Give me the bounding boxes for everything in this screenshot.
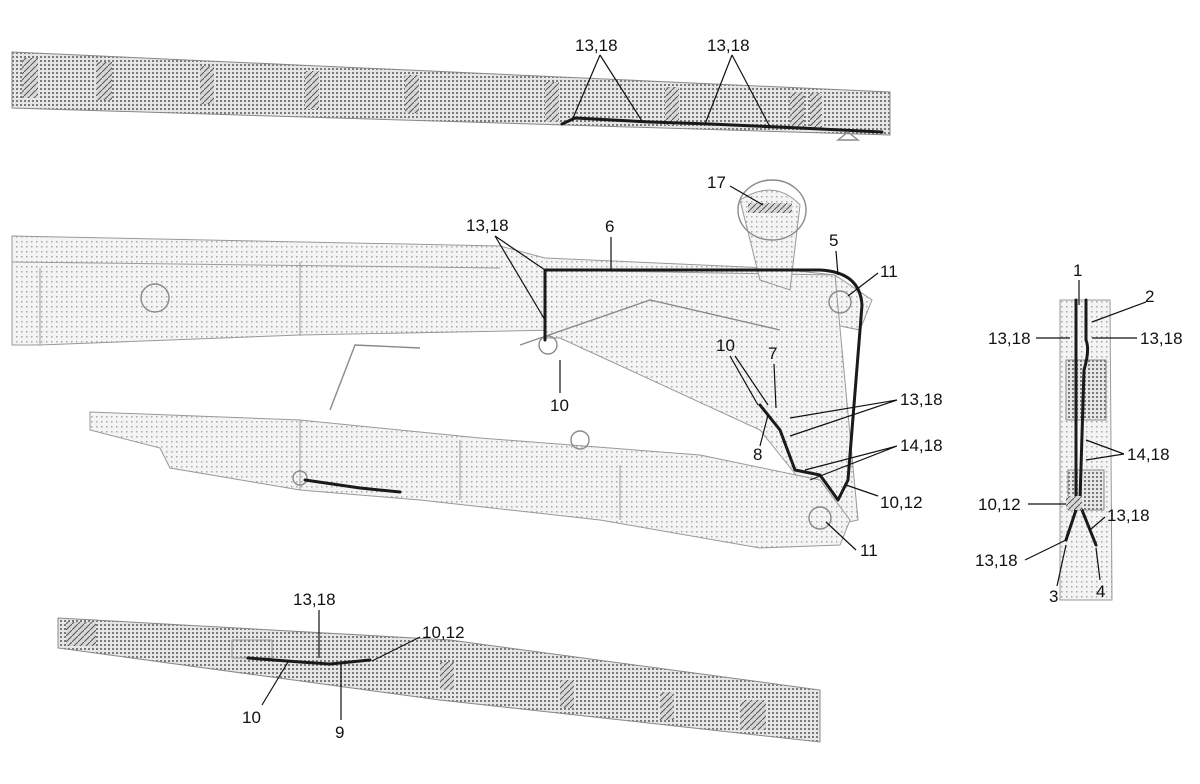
- callout-label: 7: [768, 344, 777, 363]
- side-callout-13-18-right: 13,18: [1092, 329, 1183, 348]
- main-callout-5: 5: [829, 231, 839, 276]
- callout-label: 10,12: [422, 623, 465, 642]
- callout-label: 17: [707, 173, 726, 192]
- callout-label: 14,18: [900, 436, 943, 455]
- callout-label: 13,18: [1107, 506, 1150, 525]
- callout-label: 14,18: [1127, 445, 1170, 464]
- main-callout-10-mid: 10: [716, 336, 769, 406]
- main-callout-11-lower: 11: [825, 521, 878, 560]
- side-callout-10-12: 10,12: [978, 495, 1066, 514]
- main-callout-10-left: 10: [550, 360, 569, 415]
- top-view: 13,18 13,18: [11, 36, 891, 141]
- top-view-hose: [560, 116, 884, 134]
- callout-label: 13,18: [707, 36, 750, 55]
- bottom-view-arm-outline: [57, 617, 821, 743]
- main-callout-10-12: 10,12: [845, 484, 923, 512]
- main-callout-6: 6: [605, 217, 614, 270]
- callout-label: 9: [335, 723, 344, 742]
- boom-pivot-pin: [140, 283, 170, 313]
- main-callout-11-upper: 11: [847, 262, 898, 297]
- side-callout-13-18-left: 13,18: [988, 329, 1070, 348]
- top-view-detail-blocks: [22, 58, 822, 128]
- callout-label: 8: [753, 445, 762, 464]
- callout-label: 13,18: [975, 551, 1018, 570]
- pivot-pin-lower: [808, 506, 832, 530]
- top-view-callout-a: 13,18: [572, 36, 643, 122]
- arm-lower-body: [89, 411, 851, 549]
- bottom-view: 13,18 10,12 10 9: [57, 590, 821, 743]
- callout-label: 5: [829, 231, 838, 250]
- main-callout-7: 7: [768, 344, 777, 409]
- main-view: 13,18 6 17 5 11 10 10 7: [11, 173, 943, 560]
- side-view-hose: [1064, 298, 1098, 547]
- main-callout-13-18: 13,18: [466, 216, 546, 321]
- callout-label: 10,12: [880, 493, 923, 512]
- main-callout-17: 17: [707, 173, 764, 206]
- linkage-strut: [329, 299, 781, 411]
- detail-circle: [737, 179, 807, 241]
- bottom-callout-10: 10: [242, 661, 289, 727]
- callout-label: 2: [1145, 287, 1154, 306]
- callout-label: 11: [860, 541, 878, 560]
- side-callout-1: 1: [1073, 261, 1082, 305]
- callout-label: 10: [550, 396, 569, 415]
- side-callout-3: 3: [1049, 544, 1067, 606]
- callout-label: 13,18: [575, 36, 618, 55]
- callout-label: 13,18: [900, 390, 943, 409]
- callout-label: 4: [1096, 582, 1105, 601]
- top-view-callout-b: 13,18: [704, 36, 771, 128]
- top-view-end-mark: [836, 131, 860, 141]
- side-callout-13-18-bottom-left: 13,18: [975, 539, 1067, 570]
- callout-label: 13,18: [1140, 329, 1183, 348]
- side-callout-14-18: 14,18: [1085, 439, 1170, 464]
- callout-label: 11: [880, 262, 898, 281]
- main-hose-run: [543, 268, 864, 502]
- callout-label: 10: [716, 336, 735, 355]
- callout-label: 13,18: [466, 216, 509, 235]
- side-view: 1 2 13,18 13,18 14,18 10,12 13,18 13,18: [975, 261, 1183, 606]
- callout-label: 1: [1073, 261, 1082, 280]
- callout-label: 13,18: [988, 329, 1031, 348]
- callout-label: 10,12: [978, 495, 1021, 514]
- bottom-callout-13-18: 13,18: [293, 590, 336, 658]
- main-callout-8: 8: [753, 414, 769, 464]
- bottom-view-hose: [246, 656, 372, 666]
- main-callout-13-18-right: 13,18: [789, 390, 943, 437]
- top-view-arm-outline: [11, 51, 891, 136]
- bottom-view-detail-blocks: [66, 622, 766, 730]
- bottom-callout-9: 9: [335, 664, 344, 742]
- side-callout-13-18-bottom-right: 13,18: [1089, 506, 1150, 531]
- bottom-callout-10-12: 10,12: [371, 623, 465, 662]
- side-callout-4: 4: [1095, 547, 1105, 601]
- side-callout-2: 2: [1091, 287, 1154, 323]
- main-callout-14-18: 14,18: [804, 436, 943, 481]
- callout-label: 10: [242, 708, 261, 727]
- callout-label: 6: [605, 217, 614, 236]
- pivot-pin-upper: [828, 290, 852, 314]
- callout-label: 3: [1049, 587, 1058, 606]
- callout-label: 13,18: [293, 590, 336, 609]
